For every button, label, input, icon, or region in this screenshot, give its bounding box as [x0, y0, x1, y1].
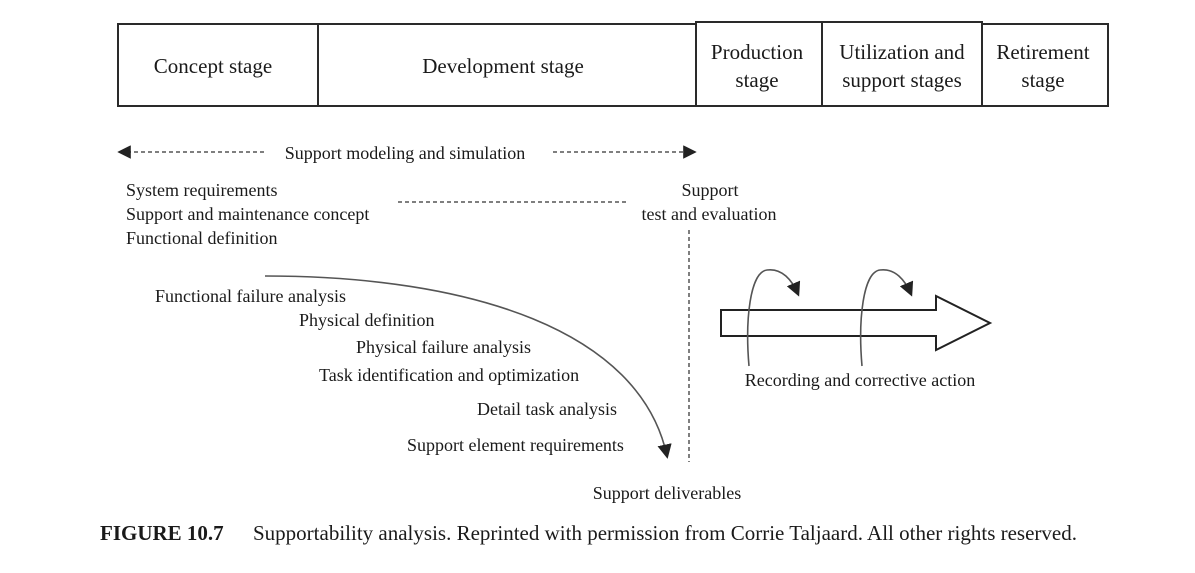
analysis-steps: Functional failure analysis Physical def…	[155, 286, 624, 455]
big-hollow-arrow-icon	[720, 294, 993, 352]
stage-production: Production stage	[695, 21, 823, 107]
analysis-step: Physical definition	[299, 310, 434, 330]
test-evaluation-label-line2: test and evaluation	[642, 204, 777, 224]
modeling-simulation-label: Support modeling and simulation	[285, 143, 526, 163]
stage-concept-label: Concept stage	[154, 54, 272, 78]
feedback-loop-arrow-icon	[746, 269, 801, 367]
support-deliverables-label: Support deliverables	[593, 483, 741, 503]
stage-utilization-label-line1: Utilization and	[839, 40, 965, 64]
stage-production-label-line1: Production	[711, 40, 804, 64]
analysis-step: Functional failure analysis	[155, 286, 346, 306]
analysis-cascade-curve	[264, 275, 672, 459]
analysis-step: Task identification and optimization	[319, 365, 579, 385]
test-evaluation-label-line1: Support	[681, 180, 738, 200]
requirement-item: System requirements	[126, 180, 277, 200]
requirement-item: Functional definition	[126, 228, 277, 248]
figure-caption-text: Supportability analysis. Reprinted with …	[253, 521, 1077, 545]
stage-production-label-line2: stage	[735, 68, 778, 92]
modeling-simulation-span: Support modeling and simulation	[117, 143, 697, 163]
stage-concept: Concept stage	[117, 23, 319, 107]
test-evaluation-block: Support test and evaluation	[642, 180, 777, 224]
analysis-step: Support element requirements	[407, 435, 624, 455]
stage-utilization-label-line2: support stages	[842, 68, 962, 92]
figure-number: FIGURE 10.7	[100, 521, 224, 545]
corrective-action-group: Recording and corrective action	[720, 269, 993, 390]
stage-development: Development stage	[317, 23, 697, 107]
lifecycle-stage-bar: Concept stage Development stage Producti…	[117, 21, 1109, 107]
figure-caption: FIGURE 10.7 Supportability analysis. Rep…	[100, 521, 1077, 545]
stage-retirement-label-line1: Retirement	[996, 40, 1089, 64]
analysis-step: Detail task analysis	[477, 399, 617, 419]
stage-retirement: Retirement stage	[981, 23, 1109, 107]
requirements-list: System requirements Support and maintena…	[126, 180, 369, 248]
corrective-action-label: Recording and corrective action	[745, 370, 975, 390]
analysis-step: Physical failure analysis	[356, 337, 531, 357]
stage-utilization-support: Utilization and support stages	[821, 21, 983, 107]
stage-development-label: Development stage	[422, 54, 584, 78]
stage-retirement-label-line2: stage	[1021, 68, 1064, 92]
requirement-item: Support and maintenance concept	[126, 204, 369, 224]
feedback-loop-arrow-icon	[859, 269, 914, 367]
